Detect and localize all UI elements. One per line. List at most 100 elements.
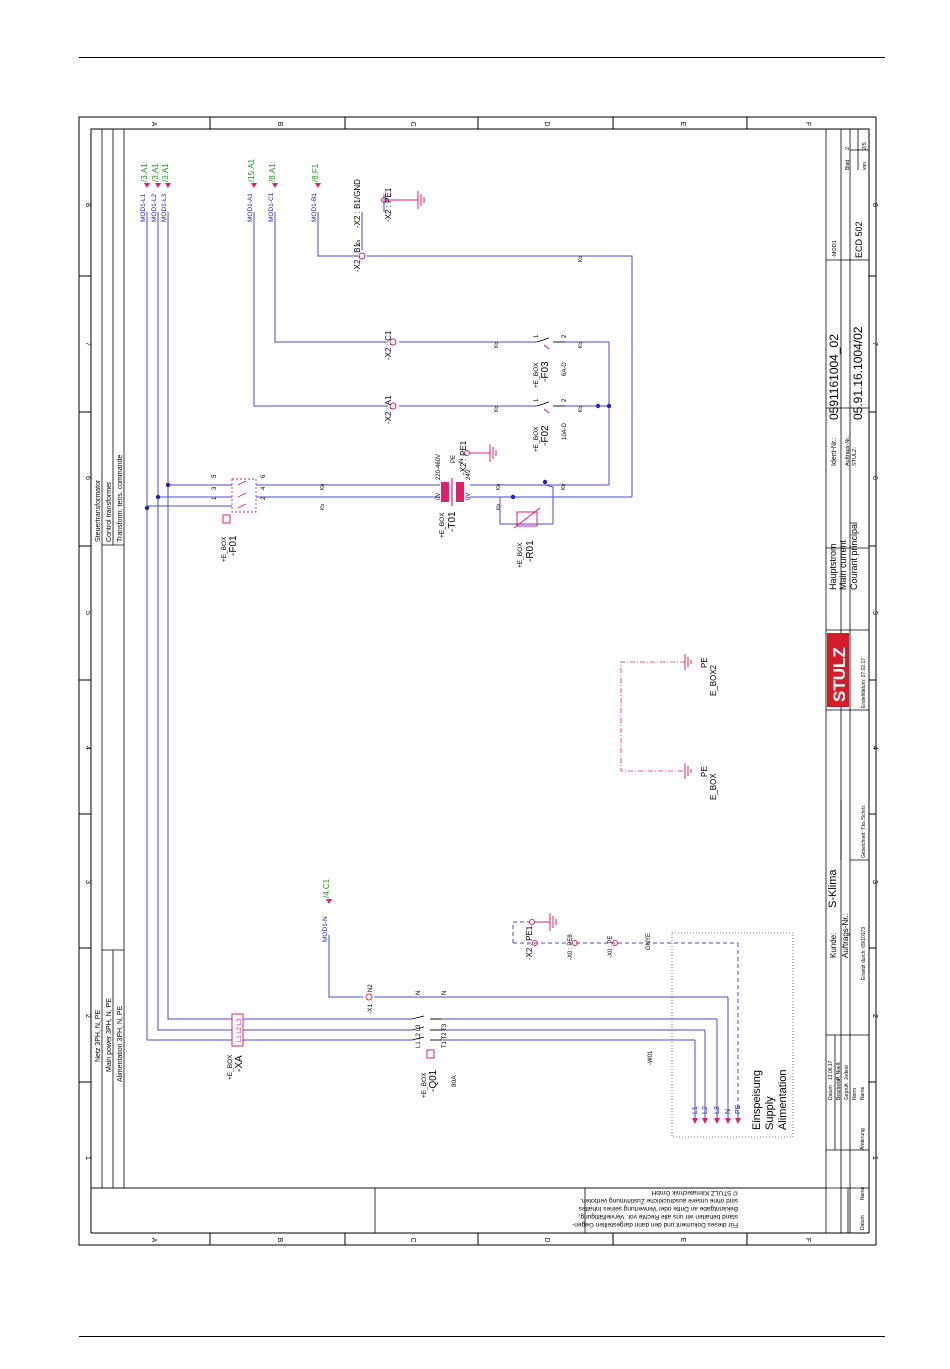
q01-n-out: N	[442, 991, 448, 995]
q01-rating: 80A	[451, 1075, 458, 1087]
doc-number: 05.91.16.1004/02	[851, 326, 865, 420]
t01-box: +E_BOX	[439, 512, 446, 538]
xref-mark: Kb	[320, 484, 326, 490]
ebox-pe: PE	[700, 766, 709, 777]
f01-name: -F01	[228, 535, 239, 556]
bus-label-l2: MOD1-L2	[151, 193, 158, 222]
row-letter-bottom: F	[804, 1238, 811, 1242]
ident-label: Ident-Nr.:	[831, 437, 838, 466]
col-number-left: 1	[84, 1156, 91, 1160]
f01-symbol	[222, 514, 231, 524]
stulz-label: STULZ:	[852, 447, 858, 466]
x1-n2-terminal	[365, 993, 373, 1001]
t01-name: -T01	[447, 511, 458, 532]
col-number-right: 3	[871, 880, 878, 884]
ctrl-note-fr: Transform. tens. commande	[117, 455, 124, 542]
supply-terminal: N	[725, 1109, 732, 1114]
pe-terminals	[529, 919, 618, 946]
f03-pin2: 2	[562, 334, 568, 338]
bus-label-b1: MOD1-B1	[311, 193, 318, 222]
copyright-line: Bekanntgabe an Dritte oder Verwertung se…	[578, 1205, 738, 1212]
row-letter-top: A	[150, 122, 157, 127]
f02-f03-switches	[536, 337, 565, 407]
x2-b1-tag: -X2 : B1	[353, 243, 362, 272]
headline-fr: Courant principal	[849, 522, 859, 590]
auftrag-nr-label: Auftrags-Nr.:	[845, 435, 851, 466]
t01-ground-icon	[470, 444, 497, 462]
f02-name: -F02	[540, 425, 551, 446]
bus-label-l3: MOD1-L3	[161, 193, 168, 222]
col-number-left: 2	[84, 1014, 91, 1018]
bus-ref-b1: /8.F1	[311, 163, 320, 182]
xref-mark: Kb	[494, 342, 500, 348]
auftrag-label: Auftrags-Nr.:	[841, 913, 850, 958]
von-value: 2/5	[862, 142, 868, 150]
supply-arrows	[692, 1118, 741, 1124]
f03-rating: 6A-D	[562, 362, 568, 376]
q01-bottom-pins: T1 T2 T3	[442, 1023, 448, 1048]
net-note-fr: Alimentation 3PH, N, PE	[117, 1005, 124, 1082]
q01-symbol	[426, 1049, 435, 1059]
r01-relay	[513, 507, 541, 529]
col-number-left: 4	[84, 746, 91, 750]
q01-box: +E_BOX	[421, 1072, 428, 1098]
supply-title-de: Einspeisung	[751, 1070, 763, 1130]
supply-stubs	[694, 1110, 739, 1118]
supply-terminal: L3	[714, 1106, 721, 1114]
copyright-line: sind ohne unsere ausdrückliche Zustimmun…	[580, 1197, 738, 1204]
bus-label-l1: MOD1-L1	[140, 193, 147, 222]
xref-mark: Kb	[496, 504, 502, 510]
f01-pin-5: 5	[212, 474, 218, 478]
col-number-right: 1	[871, 1156, 878, 1160]
row-letter-bottom: E	[679, 1238, 686, 1243]
x2-pe1-top-tag: -X2 : PE1	[384, 187, 393, 222]
xref-mark: Kb	[578, 406, 584, 412]
blatt-label: Blatt	[845, 159, 851, 170]
t01-0v-left: 0V	[436, 493, 442, 500]
f01-fuse	[231, 478, 257, 513]
row-letter-top: B	[276, 122, 283, 127]
net-note-en: Main power 3PH, N, PE	[106, 998, 113, 1072]
x0-pe8-tag: -X0 : PE8	[568, 934, 574, 960]
datum-value: 13.06.17	[828, 1060, 834, 1080]
datum-footer: Datum	[860, 1215, 866, 1230]
grid-ticks	[79, 117, 876, 1245]
f01-box: +E_BOX	[221, 536, 228, 562]
page-bottom-rule	[79, 1336, 885, 1337]
bus-ref-c1: /8.A1	[268, 163, 277, 182]
inner-frame	[90, 128, 870, 1234]
geprueft-value: Jodest	[844, 1065, 850, 1080]
bus-arrows	[144, 183, 332, 904]
col-number-left: 8	[84, 203, 91, 207]
r01-name: -R01	[525, 540, 536, 562]
kb-label: Kb	[356, 240, 362, 246]
datum-label: Datum	[828, 1085, 834, 1100]
blatt-value: 2	[845, 147, 851, 150]
f01-pin-2: 2	[261, 496, 267, 500]
t01-secondary: 24V	[466, 469, 472, 480]
bus-ref-l3: /3.A1	[161, 163, 170, 182]
top-ground-icon	[387, 191, 425, 209]
t01-pe: PE	[451, 455, 457, 463]
ebox-name: E_BOX	[709, 773, 718, 800]
bus-label-n: MOD1-N	[322, 916, 329, 942]
copyright-line: Für dieses Dokument und den darin darges…	[572, 1221, 738, 1228]
row-letter-bottom: D	[543, 1237, 550, 1242]
t01-pe1-terminal	[464, 450, 470, 456]
von-label: von	[862, 162, 868, 170]
bus-ref-n: /4.C1	[322, 878, 331, 898]
xa-pins: L1 L2 L3	[237, 1018, 243, 1042]
bearbeiter-label: Bearbeiter	[836, 1077, 842, 1100]
copyright-line: stand behalten wir uns alle Rechte vor. …	[578, 1213, 738, 1220]
xref-mark: Kb	[320, 504, 326, 510]
wiring	[146, 194, 729, 1110]
xref-mark: Kb	[494, 406, 500, 412]
col-number-left: 5	[84, 611, 91, 615]
bus-ref-l2: /3.A1	[151, 163, 160, 182]
t01-0v-right: 0V	[466, 493, 472, 500]
f02-f03-marks	[543, 344, 550, 414]
xref-mark: Kb	[578, 342, 584, 348]
t01-n: N	[459, 459, 465, 463]
col-number-right: 8	[871, 203, 878, 207]
